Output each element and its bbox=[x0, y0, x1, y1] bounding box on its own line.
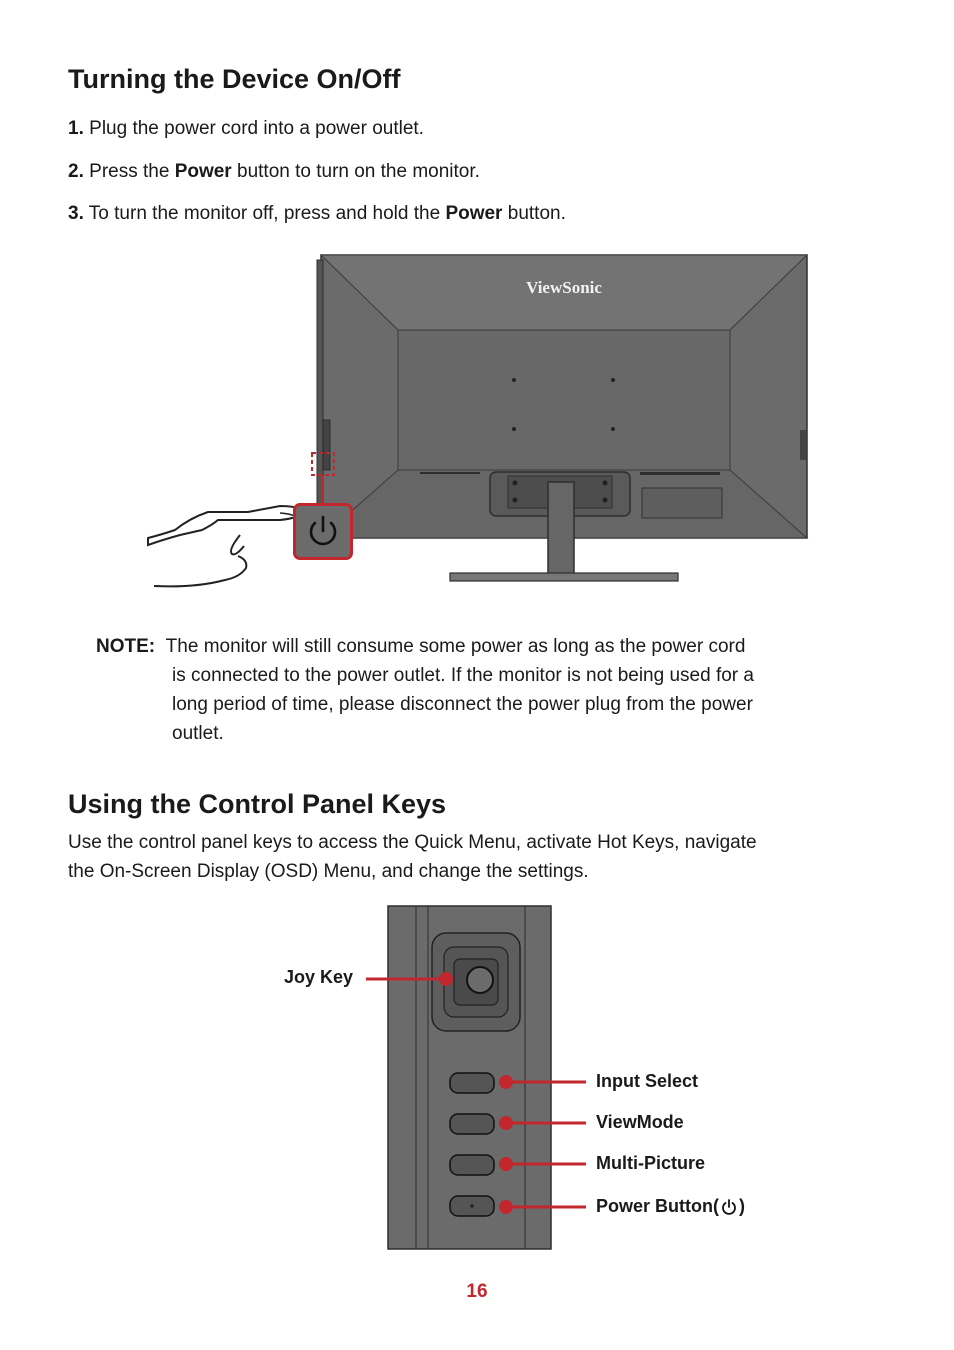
label-multi-picture: Multi-Picture bbox=[596, 1153, 706, 1173]
page-number: 16 bbox=[466, 1281, 488, 1302]
note-line-3: long period of time, please disconnect t… bbox=[172, 694, 753, 715]
vesa-panel bbox=[397, 329, 731, 471]
power-icon bbox=[722, 1198, 736, 1215]
note-label: NOTE: bbox=[96, 636, 156, 657]
step-text: To turn the monitor off, press and hold … bbox=[88, 203, 446, 224]
control-panel-illustration bbox=[366, 905, 586, 1250]
note-line-1: The monitor will still consume some powe… bbox=[165, 636, 746, 657]
note-block: NOTE: The monitor will still consume som… bbox=[96, 632, 876, 748]
label-power-close: ) bbox=[739, 1196, 745, 1216]
label-viewmode: ViewMode bbox=[596, 1112, 684, 1132]
label-input-select: Input Select bbox=[596, 1071, 699, 1091]
step-number: 1. bbox=[68, 118, 84, 139]
note-line-4: outlet. bbox=[172, 723, 224, 744]
label-power-button: Power Button( ) bbox=[596, 1196, 745, 1217]
section-title-power: Turning the Device On/Off bbox=[68, 64, 401, 94]
step-bold: Power bbox=[445, 203, 503, 224]
step-number: 3. bbox=[68, 203, 84, 224]
step-1: 1. Plug the power cord into a power outl… bbox=[68, 118, 424, 140]
label-joy-key: Joy Key bbox=[284, 967, 354, 987]
step-bold: Power bbox=[174, 161, 232, 182]
intro-paragraph: Use the control panel keys to access the… bbox=[68, 828, 888, 886]
input-select-key bbox=[449, 1072, 495, 1094]
step-text: Press the bbox=[89, 161, 175, 182]
intro-line-1: Use the control panel keys to access the… bbox=[68, 832, 757, 853]
section-title-control-keys: Using the Control Panel Keys bbox=[68, 789, 447, 819]
step-2: 2. Press the Power button to turn on the… bbox=[68, 161, 480, 183]
multi-picture-key bbox=[449, 1154, 495, 1176]
monitor-back-illustration bbox=[147, 254, 809, 588]
viewmode-key bbox=[449, 1113, 495, 1135]
step-text: Plug the power cord into a power outlet. bbox=[89, 118, 424, 139]
power-button-callout bbox=[293, 503, 353, 560]
power-icon bbox=[309, 515, 337, 546]
note-line-2: is connected to the power outlet. If the… bbox=[172, 665, 754, 686]
step-number: 2. bbox=[68, 161, 84, 182]
label-power-text: Power Button( bbox=[596, 1196, 719, 1216]
joy-key bbox=[431, 932, 521, 1032]
brand-logo: ViewSonic bbox=[526, 278, 602, 297]
hand-icon bbox=[147, 504, 304, 588]
step-3: 3. To turn the monitor off, press and ho… bbox=[68, 203, 566, 225]
step-text-after: button to turn on the monitor. bbox=[231, 161, 480, 182]
step-text-after: button. bbox=[502, 203, 566, 224]
intro-line-2: the On-Screen Display (OSD) Menu, and ch… bbox=[68, 861, 589, 882]
